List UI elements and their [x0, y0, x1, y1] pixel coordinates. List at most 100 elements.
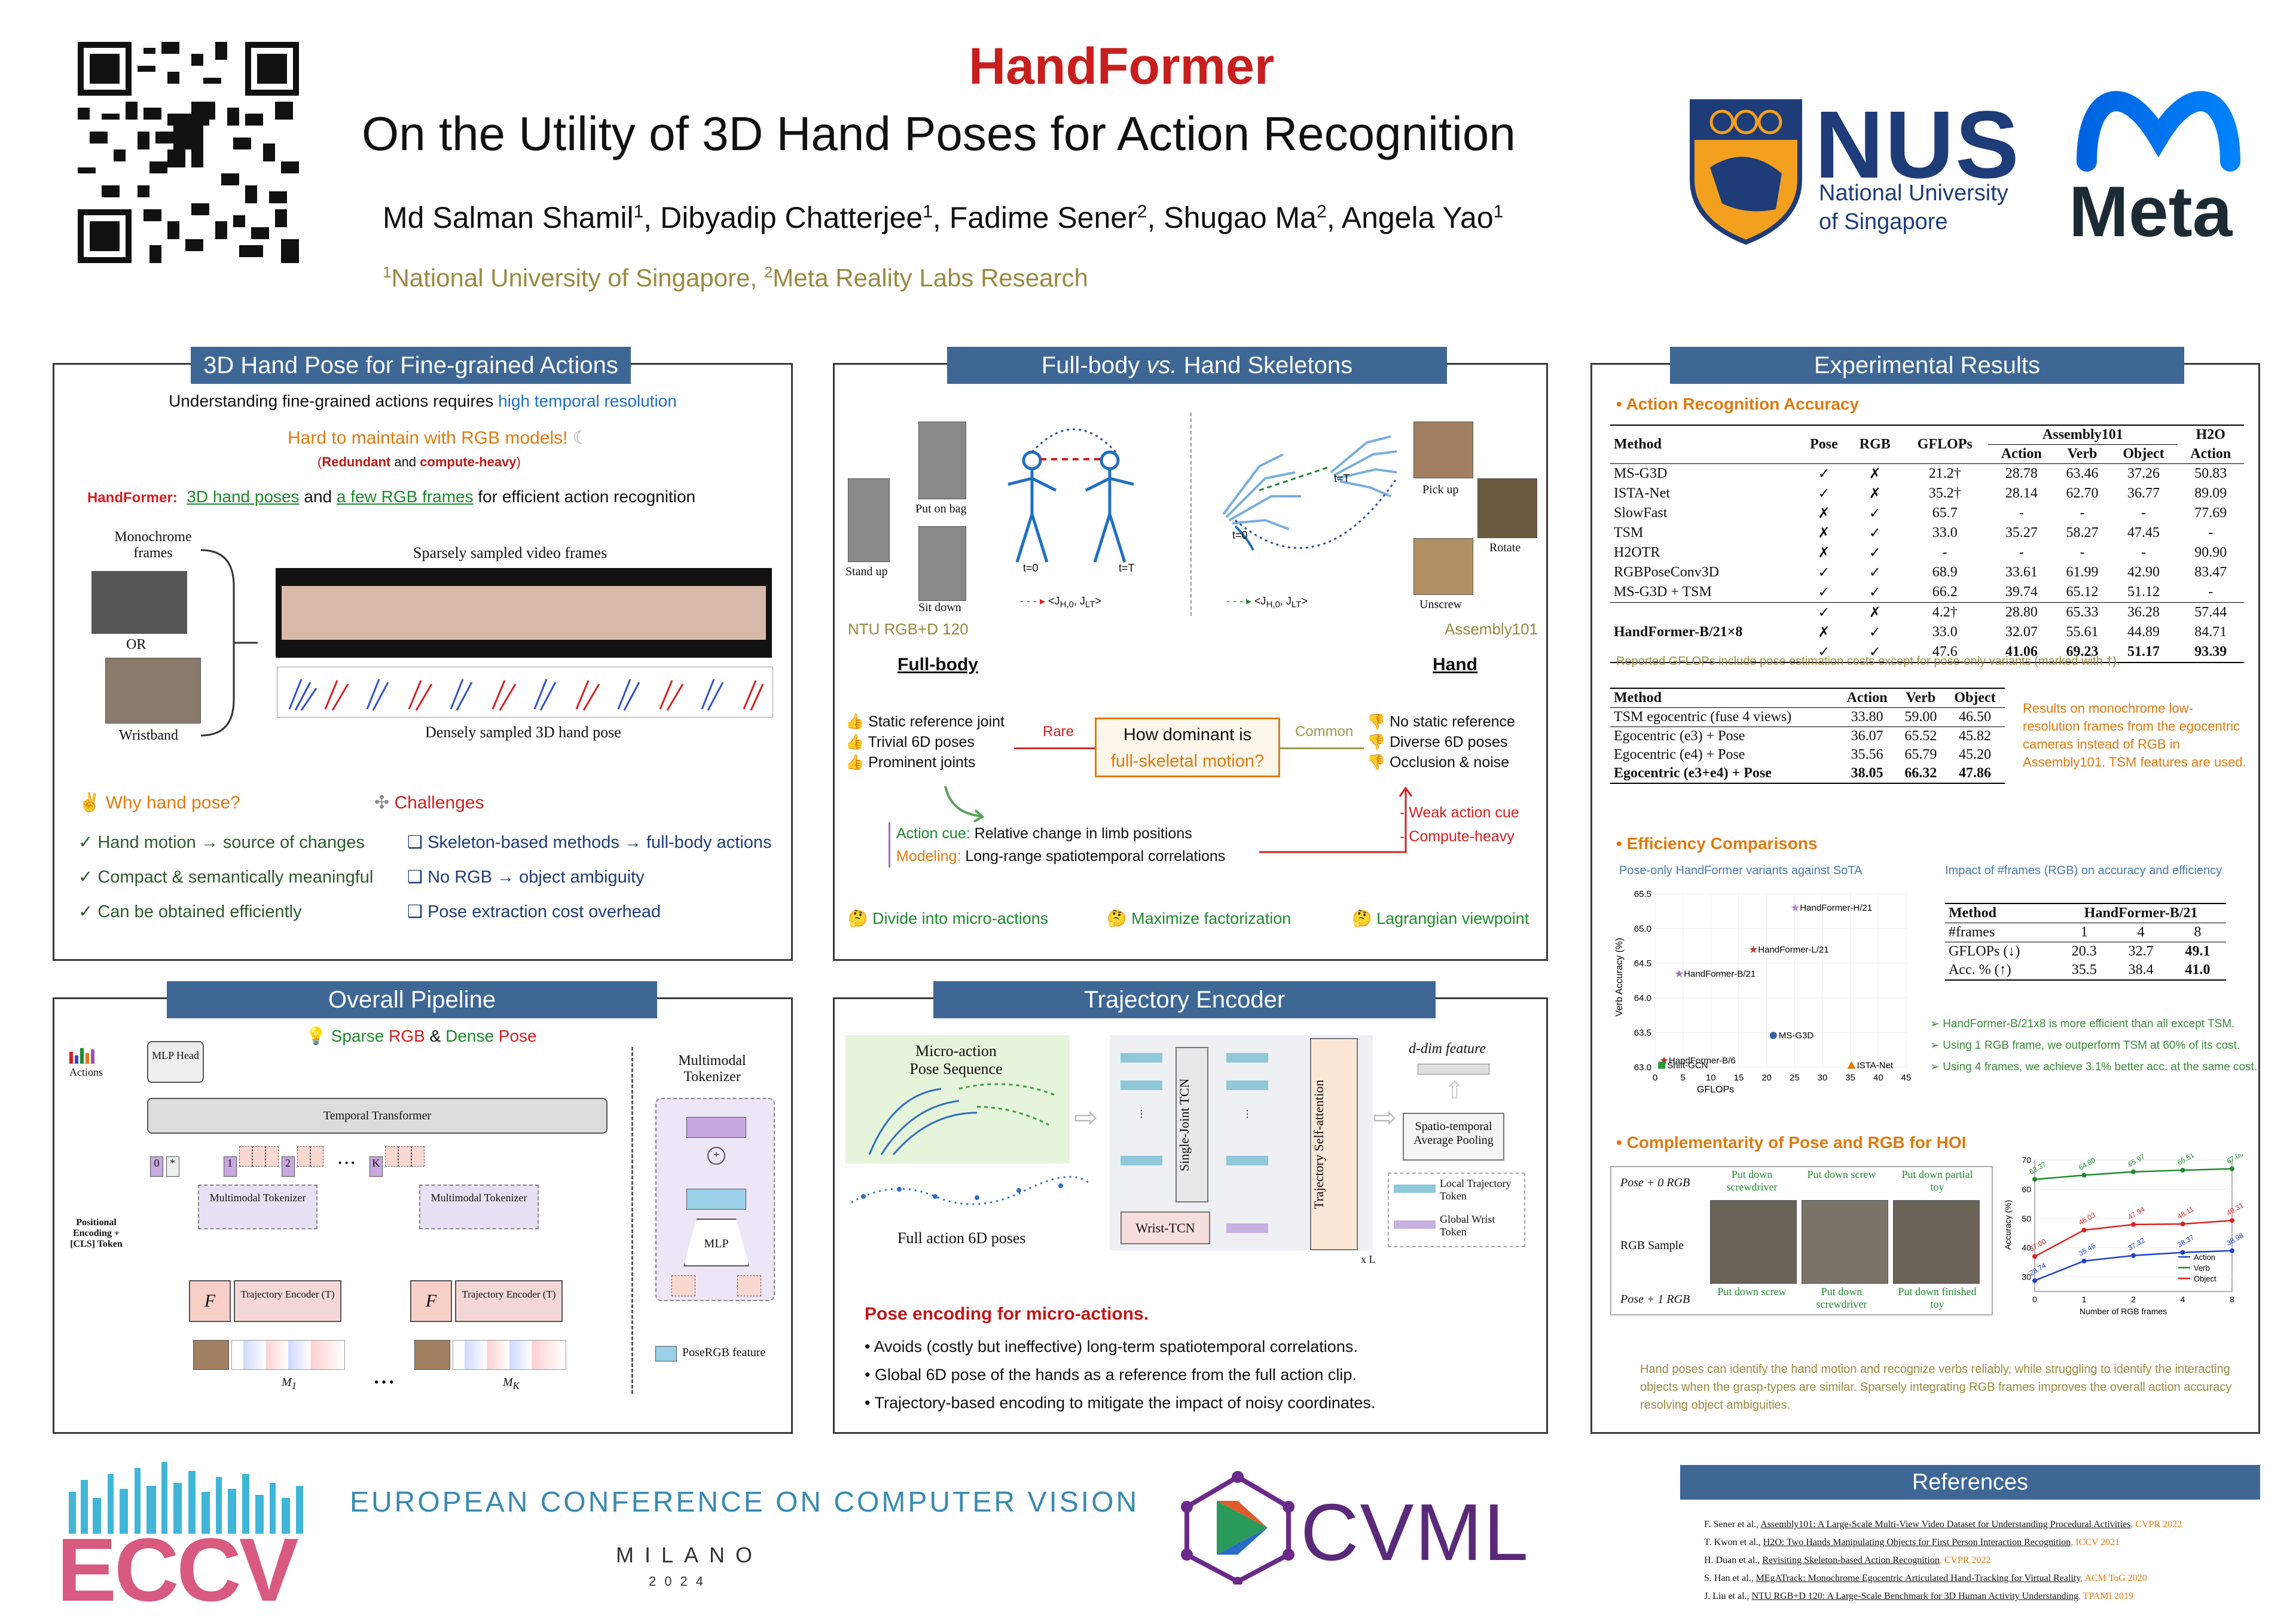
full-body-item: 👍 Prominent joints	[845, 754, 976, 771]
table-cell: 35.5	[2071, 962, 2097, 978]
table-cell: 36.77	[2127, 486, 2160, 501]
y-tick: 63.0	[1634, 1063, 1651, 1073]
thumbs-down-icon: 👎	[1367, 734, 1386, 750]
table-cell: ✗	[1868, 486, 1881, 502]
data-point	[2131, 1222, 2136, 1227]
table-header: Method	[1614, 690, 1662, 706]
arrow-right-2: ⇨	[1373, 1102, 1397, 1134]
frame-encoder-2: F	[410, 1280, 452, 1322]
eccv-logo-text: ECCV	[57, 1519, 299, 1620]
ref-authors: F. Sener et al.,	[1704, 1519, 1761, 1530]
encoding-item: • Global 6D pose of the hands as a refer…	[865, 1366, 1357, 1384]
ref-link[interactable]: Assembly101: A Large-Scale Multi-View Vi…	[1760, 1519, 2131, 1530]
scatter-point: ★	[1748, 944, 1758, 956]
ref-venue: , CVPR 2022	[2130, 1519, 2182, 1530]
x-tick: 1	[2082, 1295, 2087, 1304]
table-cell: 68.9	[1932, 564, 1958, 580]
table-cell: 28.78	[2005, 466, 2038, 481]
scatter-title: Pose-only HandFormer variants against So…	[1619, 864, 1863, 877]
bracket-lines	[200, 549, 258, 737]
table-cell: Egocentric (e3) + Pose	[1614, 728, 1745, 744]
table-cell: 28.14	[2005, 486, 2038, 501]
challenge-item: ❑ Pose extraction cost overhead	[407, 902, 661, 921]
table-cell: SlowFast	[1614, 505, 1668, 521]
data-point	[2131, 1253, 2136, 1258]
table-cell: 35.27	[2005, 525, 2038, 541]
feedback-arrow-red	[1259, 786, 1413, 853]
table-cell: 33.80	[1851, 709, 1883, 725]
table-cell: #frames	[1949, 924, 1995, 940]
sparse-label: Sparsely sampled video frames	[413, 544, 607, 561]
global-token	[1226, 1223, 1268, 1233]
full-action-poses	[851, 1176, 1092, 1205]
affiliations: 1National University of Singapore, 2Meta…	[383, 263, 1088, 292]
body-skeleton-diagram	[1007, 428, 1134, 563]
table-cell: 58.27	[2066, 525, 2099, 541]
ref-link[interactable]: MEgATrack: Monochrome Egocentric Articul…	[1755, 1573, 2081, 1583]
weak-cue-label: - Weak action cue	[1400, 804, 1519, 821]
micro-action-box: Micro-action Pose Sequence	[845, 1035, 1070, 1164]
y-tick: 40	[2022, 1243, 2031, 1253]
table-cell: 33.0	[1932, 624, 1958, 640]
table-cell: -	[2019, 505, 2024, 521]
table-cell: ✓	[1868, 545, 1881, 561]
table-cell: ✓	[1818, 585, 1830, 600]
hand-item: 👎 No static reference	[1367, 713, 1515, 730]
mk-label: MK	[503, 1376, 520, 1391]
author-list: Md Salman Shamil1, Dibyadip Chatterjee1,…	[383, 201, 1504, 234]
ref-link[interactable]: Revisiting Skeleton-based Action Recogni…	[1762, 1555, 1940, 1565]
x-tick: 35	[1845, 1073, 1855, 1083]
table-cell: 62.70	[2066, 486, 2099, 501]
ref-link[interactable]: NTU RGB+D 120: A Large-Scale Benchmark f…	[1751, 1591, 2078, 1601]
y-axis-label: Verb Accuracy (%)	[1614, 938, 1625, 1016]
thinking-face-icon: 🤔	[1107, 909, 1127, 927]
assembly-label: Assembly101	[1445, 620, 1538, 638]
table-cell: Egocentric (e3+e4) + Pose	[1614, 765, 1772, 781]
tT-body-label: t=T	[1119, 562, 1135, 574]
hand-heading: Hand	[1433, 655, 1477, 674]
table-cell: 90.90	[2194, 545, 2227, 560]
table-cell: 39.74	[2005, 584, 2038, 600]
rotate-image	[1477, 478, 1537, 538]
wristband-label: Wristband	[119, 728, 179, 743]
ref-link[interactable]: H2O: Two Hands Manipulating Objects for …	[1763, 1537, 2071, 1547]
pipeline-subtitle: 💡 Sparse RGB & Dense Pose	[306, 1027, 537, 1045]
wrist-tcn: Wrist-TCN	[1120, 1211, 1210, 1244]
table-cell: 44.89	[2127, 624, 2160, 640]
put-on-bag-image	[918, 422, 966, 499]
pick-up-label: Pick up	[1422, 483, 1459, 496]
panel-results: Experimental Results • Action Recognitio…	[1590, 347, 2260, 1434]
table-cell: 93.39	[2194, 644, 2227, 660]
reference-item: F. Sener et al., Assembly101: A Large-Sc…	[1704, 1516, 2254, 1534]
mt-detail-box: + MLP	[655, 1098, 775, 1301]
data-point	[2230, 1166, 2234, 1171]
table-cell: 47.6	[1932, 644, 1958, 660]
bulb-icon: 💡	[306, 1027, 326, 1045]
legend-entry: Verb	[2194, 1263, 2210, 1272]
y-tick: 60	[2022, 1185, 2031, 1194]
table-cell: ✗	[1818, 506, 1830, 521]
or-label: OR	[126, 637, 146, 652]
x-axis-label: Number of RGB frames	[2080, 1306, 2167, 1316]
table-cell: -	[2019, 545, 2024, 560]
compute-heavy-label: - Compute-heavy	[1400, 828, 1515, 845]
table-cell: ✓	[1868, 565, 1881, 581]
frames-title: Impact of #frames (RGB) on accuracy and …	[1945, 864, 2222, 877]
panel-pipeline-title: Overall Pipeline	[167, 981, 657, 1018]
data-point	[2230, 1248, 2234, 1253]
reference-item: T. Kwon et al., H2O: Two Hands Manipulat…	[1704, 1534, 2254, 1552]
why-item: ✓ Can be obtained efficiently	[78, 902, 302, 921]
y-tick: 50	[2022, 1214, 2031, 1223]
table-cell: 47.45	[2127, 525, 2160, 541]
author-affiliation: 1	[633, 202, 644, 222]
divider-dashed	[1190, 413, 1192, 616]
references-title-bar: References	[1680, 1465, 2260, 1500]
table-cell: -	[2208, 584, 2213, 600]
table-cell: TSM	[1614, 525, 1644, 541]
data-point	[2081, 1258, 2087, 1263]
cvml-wordmark: CVML	[1300, 1487, 1530, 1577]
